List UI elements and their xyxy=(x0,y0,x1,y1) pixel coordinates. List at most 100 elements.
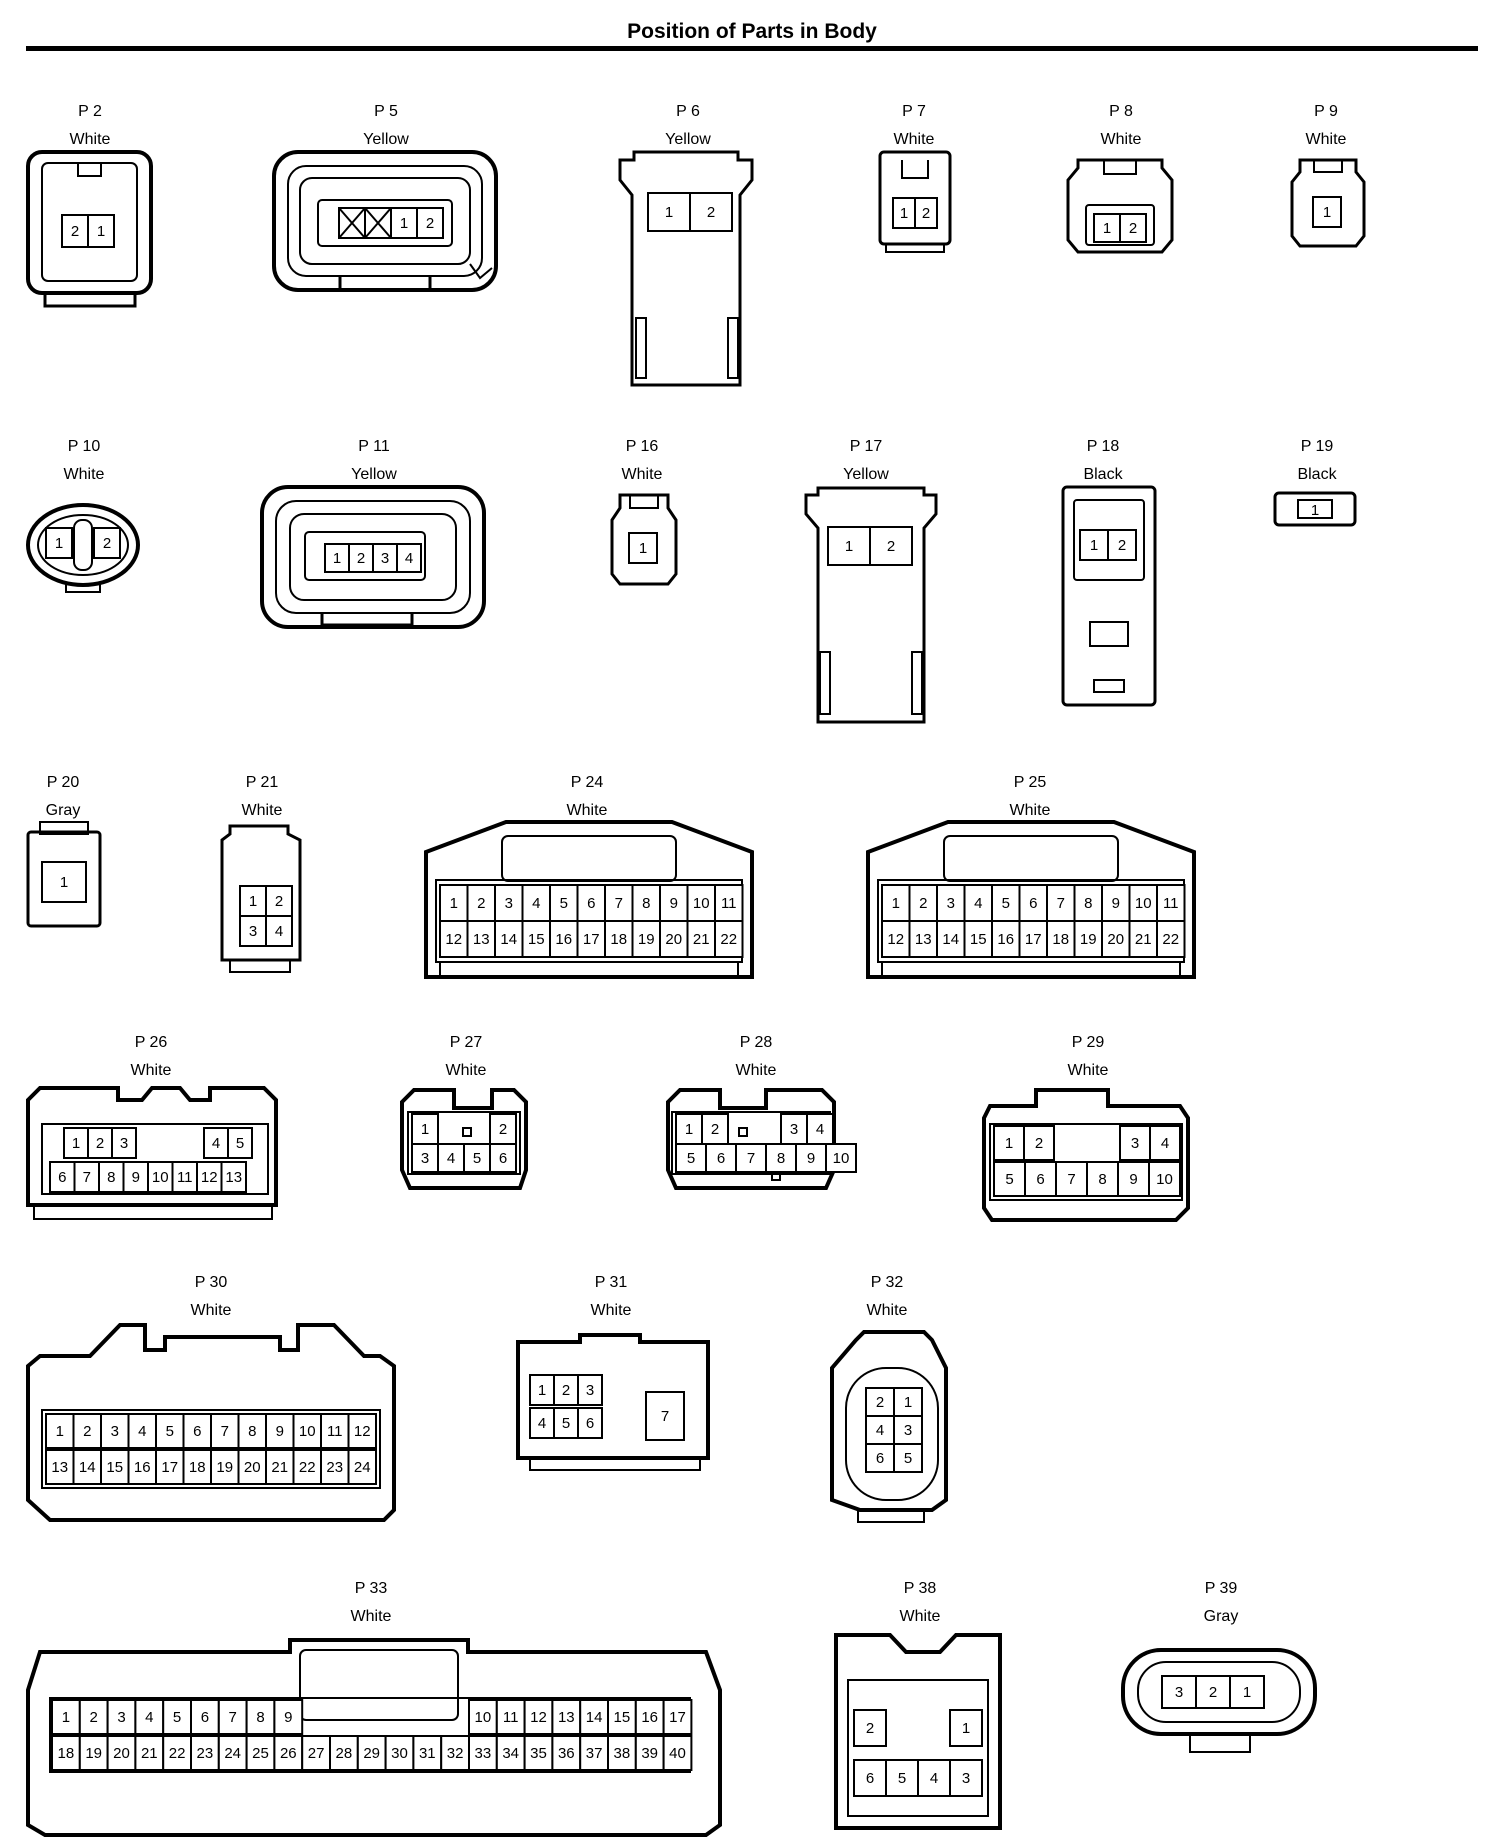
pin-cell xyxy=(87,214,115,248)
pin-cell xyxy=(78,1699,109,1735)
pin-number: 6 xyxy=(1036,1171,1044,1188)
pin-number: 4 xyxy=(275,923,283,940)
pin-cell xyxy=(439,920,469,958)
pin-number: 6 xyxy=(58,1169,66,1186)
pin-cell xyxy=(1128,884,1158,922)
pin-number: 10 xyxy=(1156,1171,1173,1188)
outline xyxy=(299,177,471,265)
outline xyxy=(1061,485,1157,707)
connector-p16: 1 xyxy=(610,493,678,586)
connector-color: White xyxy=(1305,131,1347,148)
outline xyxy=(901,160,929,179)
outline xyxy=(41,1409,381,1489)
pin-cell xyxy=(795,1143,827,1173)
pin-number: 7 xyxy=(221,1423,229,1440)
outline xyxy=(424,820,754,979)
pin-number: 14 xyxy=(586,1709,603,1726)
outline xyxy=(33,1204,273,1220)
pin-cell xyxy=(1195,1675,1231,1709)
pin-number: 9 xyxy=(276,1423,284,1440)
pin-number: 8 xyxy=(1084,895,1092,912)
pin-number: 1 xyxy=(249,893,257,910)
pin-number: 10 xyxy=(693,895,710,912)
pin-number: 1 xyxy=(538,1382,546,1399)
outline xyxy=(830,1330,948,1512)
outline xyxy=(220,824,302,962)
pin-cell xyxy=(1023,1125,1055,1161)
pin-number: 3 xyxy=(111,1423,119,1440)
outline xyxy=(943,835,1119,882)
pin-cell xyxy=(1018,920,1048,958)
connector-color: White xyxy=(63,466,105,483)
connector-color: Yellow xyxy=(665,131,711,148)
pin-number: 3 xyxy=(1175,1684,1183,1701)
pin-number: 8 xyxy=(1098,1171,1106,1188)
pin-number: 10 xyxy=(833,1150,850,1167)
pin-number: 29 xyxy=(363,1745,380,1762)
outline xyxy=(400,1088,528,1190)
pin-number: 19 xyxy=(638,931,655,948)
pin-number: 3 xyxy=(120,1135,128,1152)
connector-code: P 5 xyxy=(374,103,398,120)
pin-cell xyxy=(127,1413,157,1449)
pin-number: 17 xyxy=(161,1459,178,1476)
outline xyxy=(727,317,739,379)
pin-number: 2 xyxy=(83,1423,91,1440)
connector-p20: 1 xyxy=(26,821,102,928)
pin-cell xyxy=(936,884,966,922)
connector-code: P 8 xyxy=(1109,103,1133,120)
pin-number: 2 xyxy=(357,550,365,567)
pin-number: 15 xyxy=(528,931,545,948)
pin-cell xyxy=(1128,920,1158,958)
pin-number: 15 xyxy=(106,1459,123,1476)
outline xyxy=(847,1679,989,1817)
pin-cell xyxy=(111,1127,137,1159)
pin-number: 3 xyxy=(1131,1135,1139,1152)
pin-cell xyxy=(993,1125,1025,1161)
outline xyxy=(857,1509,925,1523)
connector-color: White xyxy=(566,802,608,819)
pin-cell xyxy=(61,214,89,248)
connector-color: Gray xyxy=(1203,1608,1239,1625)
pin-cell xyxy=(190,1735,220,1771)
pin-cell xyxy=(1119,1125,1151,1161)
pin-number: 14 xyxy=(942,931,959,948)
pin-number: 6 xyxy=(1029,895,1037,912)
connector-color: Black xyxy=(1083,466,1123,483)
pin-number: 3 xyxy=(117,1709,125,1726)
title-rule xyxy=(26,46,1478,51)
pin-number: 5 xyxy=(1005,1171,1013,1188)
pin-number: 13 xyxy=(558,1709,575,1726)
pin-number: 17 xyxy=(1025,931,1042,948)
pin-number: 7 xyxy=(229,1709,237,1726)
pin-cell xyxy=(356,1735,387,1771)
pin-number: 5 xyxy=(904,1450,912,1467)
outline xyxy=(1085,204,1155,246)
outline xyxy=(666,1088,836,1190)
pin-number: 40 xyxy=(669,1745,686,1762)
outline xyxy=(989,1123,1183,1201)
connector-color: White xyxy=(621,466,663,483)
pin-cell xyxy=(714,920,744,958)
outline xyxy=(635,317,647,379)
pin-number: 1 xyxy=(845,538,853,555)
pin-number: 6 xyxy=(193,1423,201,1440)
pin-number: 3 xyxy=(790,1121,798,1138)
pin-number: 5 xyxy=(562,1415,570,1432)
outline xyxy=(1297,499,1333,519)
pin-cell xyxy=(411,1113,439,1145)
pin-cell xyxy=(1149,1125,1181,1161)
outline xyxy=(275,500,471,614)
pin-cell xyxy=(162,1735,192,1771)
pin-number: 1 xyxy=(333,550,341,567)
pin-cell xyxy=(494,920,524,958)
